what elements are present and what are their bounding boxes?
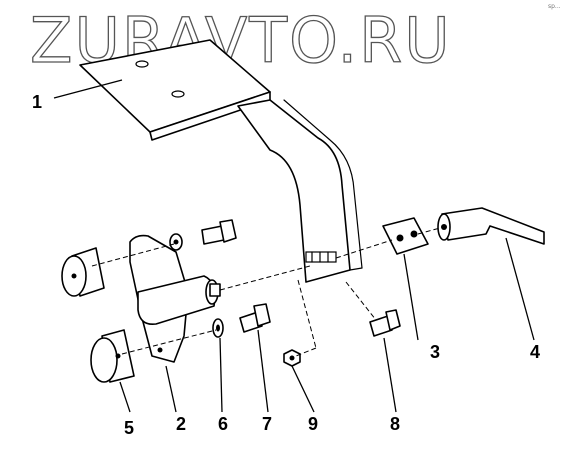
assembly-line (295, 347, 317, 357)
callout-labels: 1 2 3 4 5 6 7 9 8 (32, 92, 540, 438)
handle-end-hole (441, 224, 447, 230)
assembly-line (121, 329, 217, 355)
plate-hole-2 (410, 230, 418, 238)
bushing-lower (90, 329, 135, 383)
leader-line-8 (383, 337, 397, 413)
assembly-line (335, 239, 393, 259)
washer-part (212, 318, 224, 338)
assembly-line (219, 265, 311, 291)
callout-3: 3 (430, 342, 440, 362)
washer-upper (169, 233, 183, 251)
callout-8: 8 (390, 414, 400, 434)
plate-hole-1 (396, 234, 404, 242)
bolt-head (253, 303, 271, 327)
pin-part (369, 309, 401, 337)
corner-mark: sp... (548, 3, 561, 10)
bracket-hole-1 (135, 60, 149, 68)
handle-body (441, 207, 545, 245)
plate-body (382, 217, 429, 255)
assembly-lines (91, 227, 441, 357)
leader-line-6 (219, 337, 223, 413)
bolt-part (239, 303, 271, 333)
bracket-arm-edge (283, 99, 363, 269)
leader-line-3 (403, 253, 419, 341)
bolt-upper-head (219, 219, 237, 243)
bolt-upper (201, 219, 237, 245)
leader-line-7 (257, 329, 269, 413)
callout-5: 5 (124, 418, 134, 438)
nut-hole (289, 355, 295, 361)
assembly-line (91, 243, 175, 267)
callout-7: 7 (262, 414, 272, 434)
bracket-arm-bottom-edge (349, 267, 363, 271)
leader-line-5 (119, 381, 131, 413)
bracket-arm (237, 99, 351, 283)
callout-6: 6 (218, 414, 228, 434)
bushing-upper (61, 247, 105, 297)
callout-1: 1 (32, 92, 42, 112)
bracket-part (79, 39, 363, 283)
leader-lines (53, 79, 535, 413)
washer-upper-hole (173, 239, 179, 245)
leader-line-9 (291, 365, 315, 413)
bushing-lower-hole (115, 353, 121, 359)
washer-hole (216, 324, 220, 332)
pin-head (385, 309, 401, 331)
leader-line-4 (505, 237, 535, 341)
plate-part (382, 217, 429, 255)
bracket-hole-2 (171, 90, 185, 98)
bushing-lower-face (90, 337, 118, 383)
callout-2: 2 (176, 414, 186, 434)
callout-9: 9 (308, 414, 318, 434)
pedal-bracket-tube (137, 275, 216, 326)
handle-part (437, 207, 545, 245)
assembly-line (345, 281, 377, 321)
nut-part (283, 349, 301, 367)
pedal-bracket-part (129, 234, 221, 363)
pedal-bracket-hole (157, 347, 163, 353)
pedal-bracket-pin (209, 283, 221, 297)
callout-4: 4 (530, 342, 540, 362)
leader-line-1 (53, 79, 123, 99)
assembly-line (417, 227, 441, 235)
assembly-line (297, 279, 317, 349)
bushing-upper-hole (71, 273, 77, 279)
bracket-slot (305, 251, 337, 263)
leader-line-2 (165, 365, 177, 413)
